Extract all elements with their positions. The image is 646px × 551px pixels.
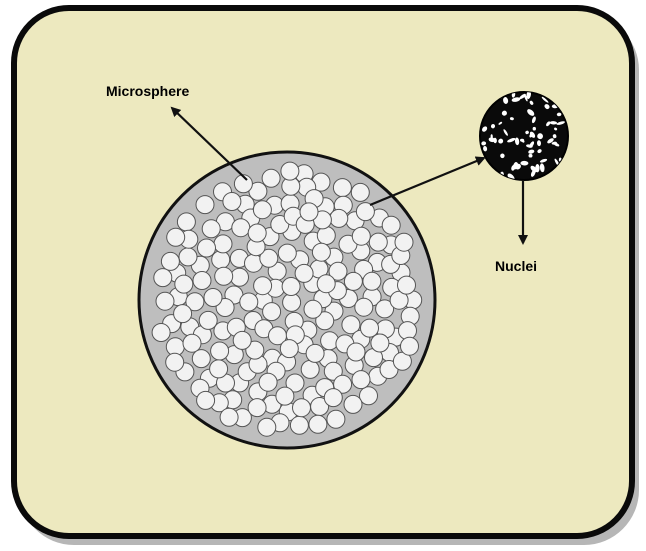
particle (254, 277, 272, 295)
particle (258, 418, 276, 436)
particle (276, 387, 294, 405)
particle (301, 360, 319, 378)
particle (231, 268, 249, 286)
nucleus-pore (533, 127, 536, 131)
particle (220, 408, 238, 426)
particle (369, 233, 387, 251)
particle (352, 227, 370, 245)
particle (167, 228, 185, 246)
particle (202, 220, 220, 238)
particle (166, 353, 184, 371)
particle (259, 373, 277, 391)
particle (363, 272, 381, 290)
particle (177, 213, 195, 231)
particle (215, 267, 233, 285)
nuclei-label: Nuclei (495, 258, 537, 274)
particle (282, 278, 300, 296)
particle (175, 275, 193, 293)
particle (161, 252, 179, 270)
particle (156, 292, 174, 310)
particle (253, 201, 271, 219)
particle (280, 340, 298, 358)
particle (361, 319, 379, 337)
particle (324, 389, 342, 407)
particle (327, 410, 345, 428)
particle (183, 334, 201, 352)
particle (263, 303, 281, 321)
particle (197, 391, 215, 409)
particle (398, 276, 416, 294)
particle (193, 272, 211, 290)
particle (179, 248, 197, 266)
particle (192, 350, 210, 368)
particle (199, 311, 217, 329)
particle (283, 293, 301, 311)
particle (401, 337, 419, 355)
particle (214, 235, 232, 253)
microsphere-label: Microsphere (106, 83, 189, 99)
particle (154, 269, 172, 287)
particle (351, 183, 369, 201)
particle (395, 233, 413, 251)
particle (355, 298, 373, 316)
particle (317, 275, 335, 293)
particle (290, 416, 308, 434)
particle (174, 305, 192, 323)
particle (198, 239, 216, 257)
particle (300, 203, 318, 221)
particle (312, 243, 330, 261)
particle (152, 324, 170, 342)
particle (399, 322, 417, 340)
particle (196, 196, 214, 214)
particle (248, 224, 266, 242)
particle (211, 342, 229, 360)
particle (306, 344, 324, 362)
particle (330, 209, 348, 227)
particle (309, 415, 327, 433)
particle (295, 264, 313, 282)
particle (233, 331, 251, 349)
particle (212, 251, 230, 269)
nucleus-pore (529, 154, 533, 158)
particle (304, 300, 322, 318)
particle (210, 360, 228, 378)
particle (223, 193, 241, 211)
particle (321, 332, 339, 350)
particle (352, 371, 370, 389)
particle (347, 343, 365, 361)
particle (281, 162, 299, 180)
particle (293, 399, 311, 417)
particle (371, 334, 389, 352)
particle (204, 289, 222, 307)
particle (278, 244, 296, 262)
particle (317, 227, 335, 245)
particle (344, 272, 362, 290)
particle (240, 293, 258, 311)
particle (232, 219, 250, 237)
particle (344, 395, 362, 413)
particle (333, 179, 351, 197)
particle (248, 399, 266, 417)
particle (262, 169, 280, 187)
particle (382, 216, 400, 234)
